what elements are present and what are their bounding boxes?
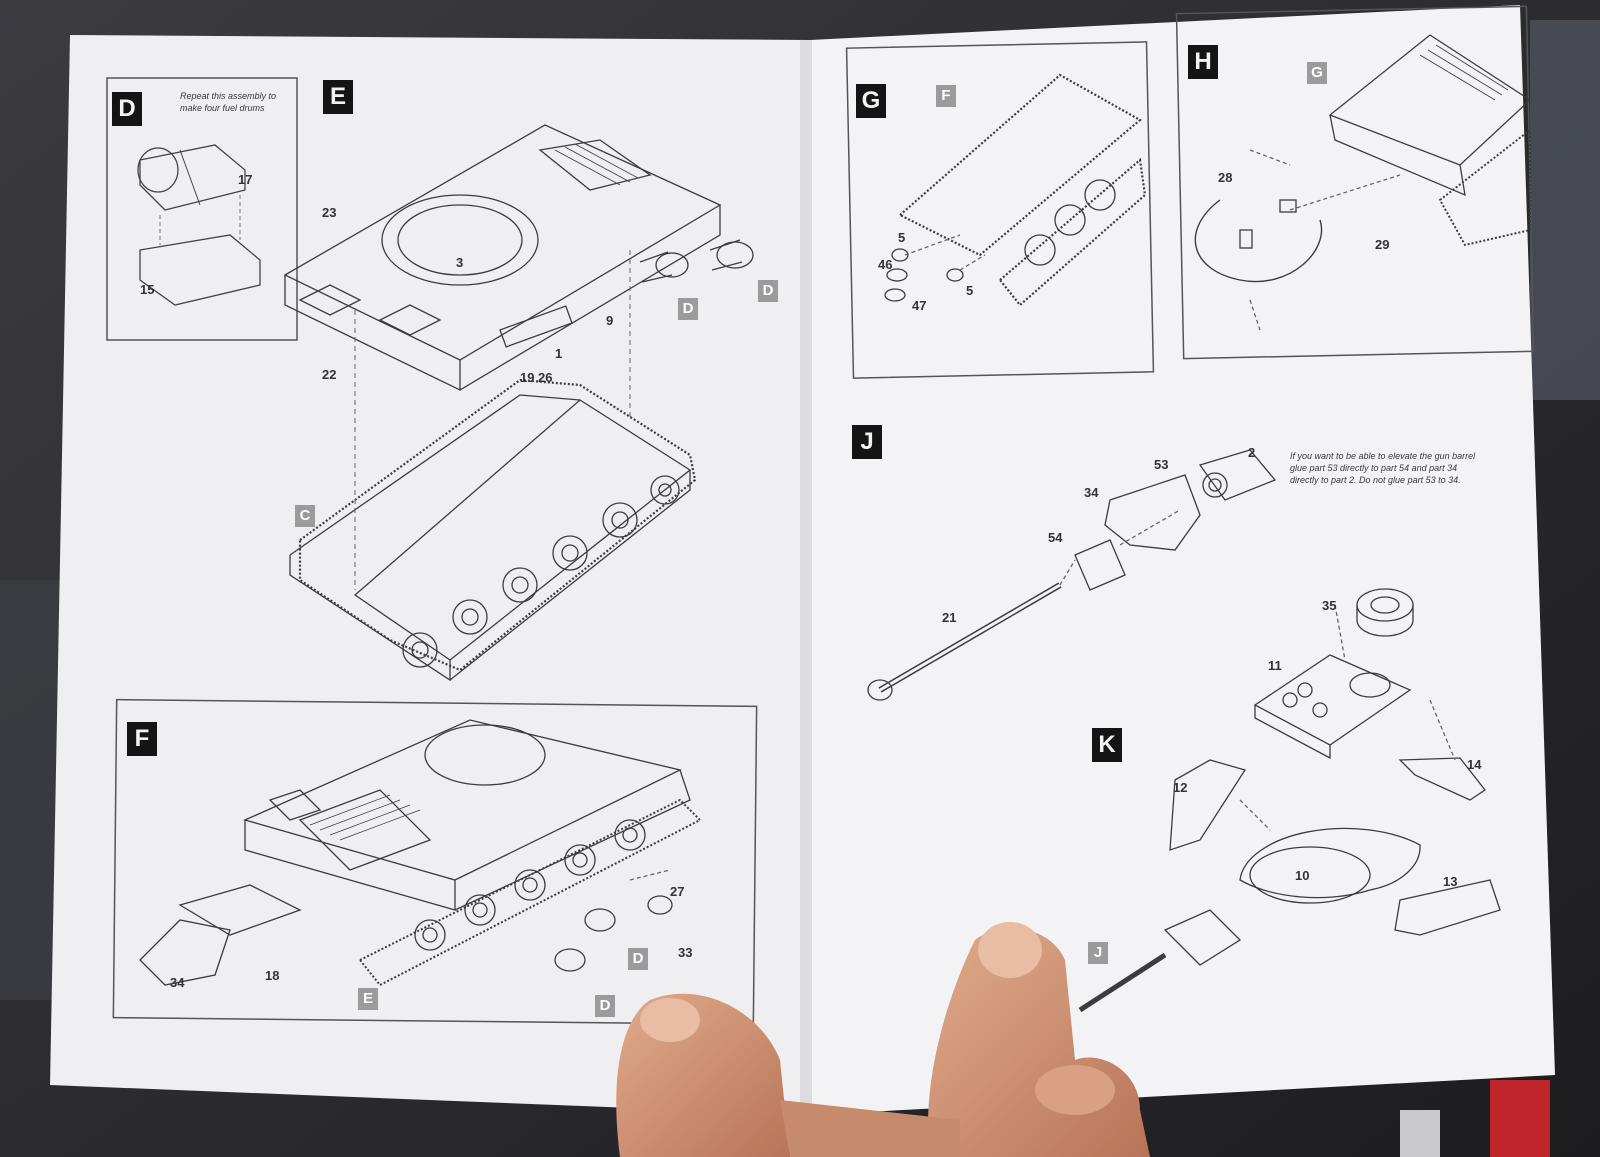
step-d-box [106, 77, 298, 341]
left-page [50, 35, 810, 1115]
step-k-drawing [1078, 588, 1501, 1013]
red-object [1490, 1080, 1550, 1157]
step-g-box [845, 41, 1155, 379]
step-e-drawing [283, 124, 754, 682]
right-page [810, 5, 1555, 1115]
hand [616, 922, 1150, 1157]
step-h-box [1175, 5, 1535, 360]
step-j-drawing [867, 449, 1277, 701]
step-f-box [112, 698, 758, 1026]
